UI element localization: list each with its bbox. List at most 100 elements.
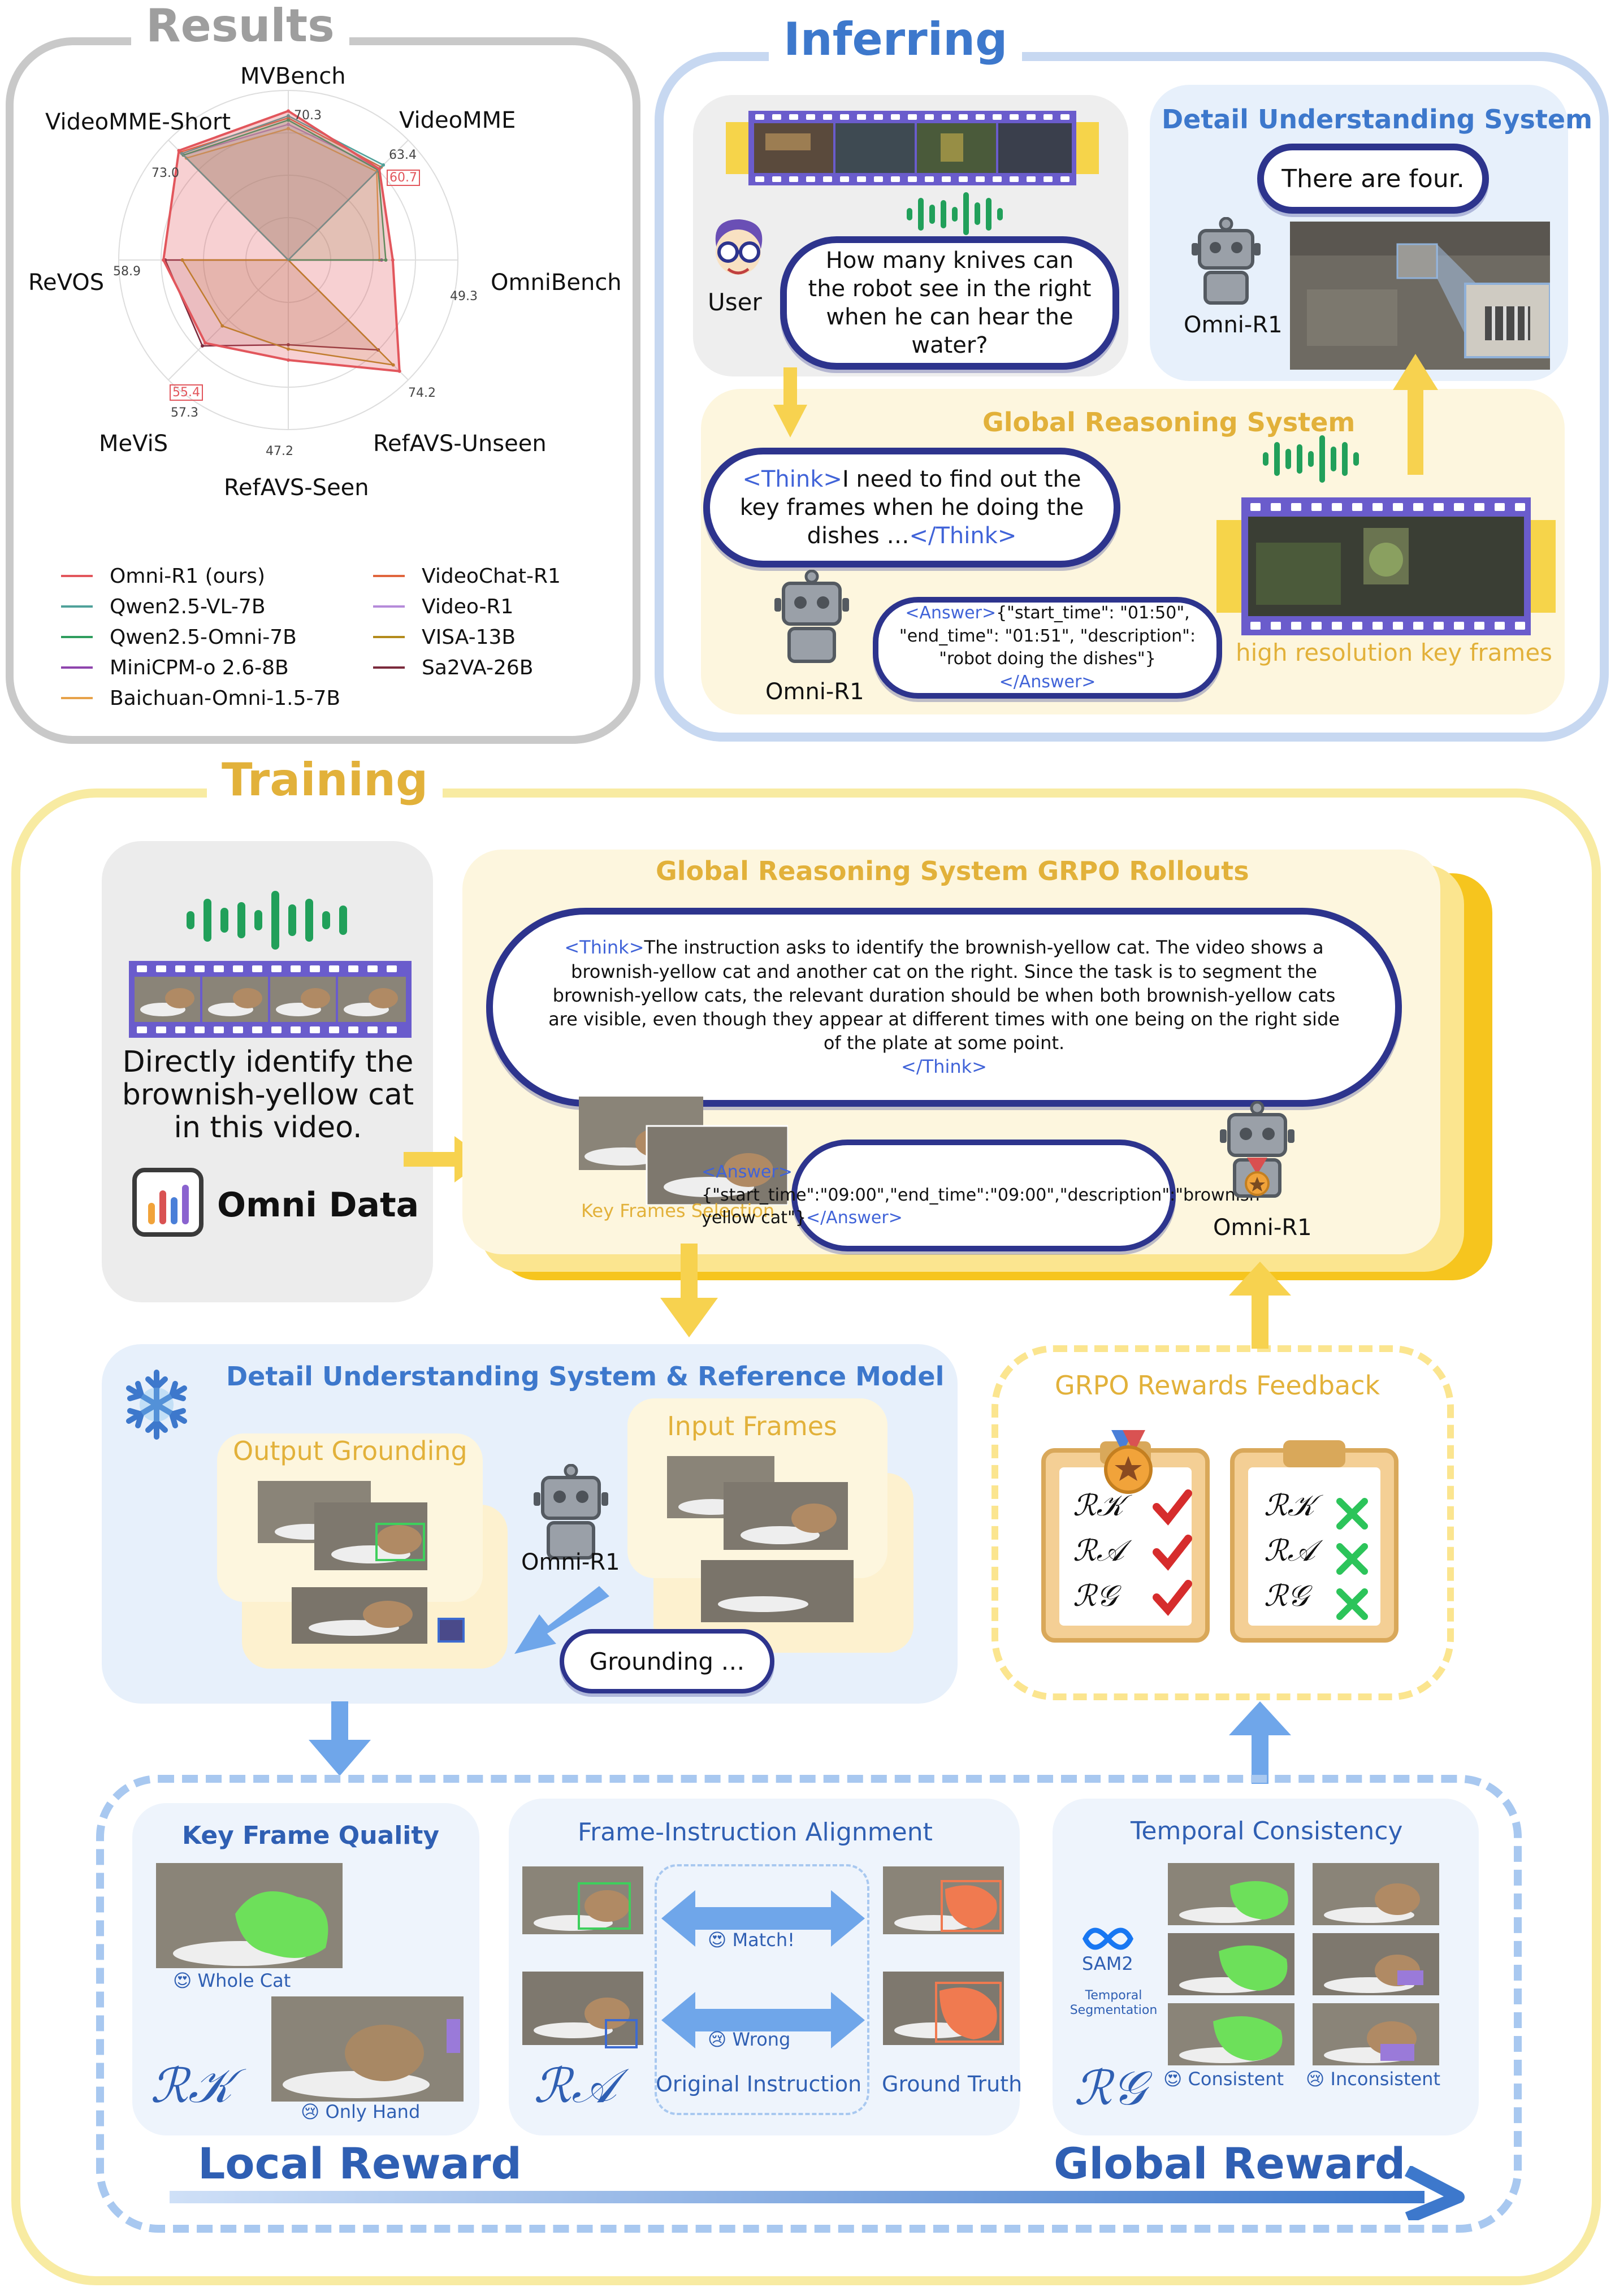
audio-waveform-icon: [187, 891, 347, 950]
clipboard-fail-icon: [1230, 1440, 1398, 1643]
tick-mevis-a: 55.4: [170, 384, 203, 401]
legend-item: Video-R1: [373, 591, 561, 622]
legend-item: Qwen2.5-VL-7B: [61, 591, 340, 622]
radar-point: [204, 341, 207, 345]
radar-point: [287, 347, 290, 351]
user-question-text: How many knives can the robot see in the…: [808, 248, 1092, 358]
robot-medal-icon: [1220, 1101, 1294, 1198]
key-frame-filmstrip: [1216, 497, 1556, 635]
radar-point: [201, 344, 205, 348]
answer-close-tag: </Answer>: [999, 672, 1096, 692]
axis-label-videomme: VideoMME: [399, 107, 516, 133]
tick-mvbench: 70.3: [294, 109, 322, 123]
legend-item: MiniCPM-o 2.6-8B: [61, 652, 340, 683]
rewards-feedback-title: GRPO Rewards Feedback: [1055, 1370, 1380, 1401]
reward-dashed-box: [96, 1775, 1522, 2233]
tc-inconsistent-text: Inconsistent: [1330, 2068, 1440, 2090]
radar-point: [287, 127, 290, 131]
tc-reward-symbol: ℛ𝒢: [1074, 2060, 1146, 2116]
robot-icon: [534, 1464, 608, 1559]
omni-instruction-text: Directly identify the brownish-yellow ca…: [122, 1045, 414, 1145]
global-robot-label: Omni-R1: [765, 679, 864, 705]
rollout-answer-open-tag: <Answer>: [702, 1162, 793, 1182]
audio-waveform-icon: [907, 192, 1003, 235]
tc-consistent-text: Consistent: [1188, 2068, 1284, 2090]
legend-swatch: [373, 666, 405, 669]
rollout-think-text: The instruction asks to identify the bro…: [548, 937, 1340, 1054]
arrow-up-icon: [1229, 1262, 1291, 1349]
answer-bubble: <Answer>{"start_time": "01:50", "end_tim…: [873, 597, 1222, 699]
tick-omnibench: 49.3: [450, 289, 478, 304]
reward-symbol-k: ℛ𝒦: [1264, 1489, 1315, 1523]
kfq-hand-text: Only Hand: [325, 2101, 421, 2122]
results-panel: [6, 37, 640, 744]
tick-mevis-b: 57.3: [171, 406, 198, 420]
radar-point: [287, 114, 290, 118]
legend-swatch: [61, 605, 93, 608]
legend-item: Baichuan-Omni-1.5-7B: [61, 683, 340, 713]
output-grounding-images: [258, 1481, 465, 1644]
match-double-arrow-icon: [661, 1890, 865, 1947]
detail-zoom-image: [1290, 222, 1550, 370]
arrow-down-icon: [309, 1701, 371, 1776]
rollout-answer-content: <Answer>{"start_time":"09:00","end_time"…: [702, 1161, 1266, 1230]
tick-videomme-short: 73.0: [151, 166, 179, 180]
user-label: User: [708, 288, 762, 316]
radar-point: [287, 123, 290, 126]
input-frames-label: Input Frames: [667, 1411, 838, 1441]
chart-data-icon: [132, 1168, 204, 1237]
tc-inconsistent-label: 😢 Inconsistent: [1306, 2068, 1440, 2090]
tick-refavs-seen: 47.2: [266, 444, 293, 458]
radar-point: [384, 258, 388, 262]
legend-item: Qwen2.5-Omni-7B: [61, 622, 340, 652]
legend-swatch: [61, 697, 93, 699]
legend-label: Video-R1: [422, 595, 514, 618]
answer-content: <Answer>{"start_time": "01:50", "end_tim…: [891, 602, 1204, 694]
legend-label: VISA-13B: [422, 625, 516, 649]
radar-point: [397, 369, 401, 373]
detail-understanding-title: Detail Understanding System: [1162, 104, 1593, 135]
omni-data-label: Omni Data: [217, 1185, 419, 1225]
radar-point: [391, 258, 395, 262]
rollout-answer-bubble: <Answer>{"start_time":"09:00","end_time"…: [702, 1140, 1266, 1251]
global-reward-label: Global Reward: [1054, 2138, 1406, 2189]
reward-symbol-a: ℛ𝒜: [1073, 1534, 1124, 1568]
snowflake-icon: [126, 1370, 187, 1440]
audio-waveform-icon: [1263, 435, 1359, 483]
axis-label-mevis: MeViS: [99, 431, 168, 457]
kfq-whole-label: 😍 Whole Cat: [173, 1970, 291, 1991]
legend-col-1: Omni-R1 (ours) Qwen2.5-VL-7B Qwen2.5-Omn…: [61, 561, 340, 713]
inconsistent-frames: [1313, 1863, 1439, 2065]
answer-text: {"start_time": "01:50", "end_time": "01:…: [899, 603, 1196, 669]
key-frames-images: [579, 1097, 788, 1205]
detail-answer-text: There are four.: [1281, 164, 1465, 193]
legend-label: Sa2VA-26B: [422, 656, 534, 679]
local-reward-label: Local Reward: [198, 2138, 522, 2189]
radar-point: [177, 149, 181, 153]
video-filmstrip: [726, 111, 1099, 185]
key-frames-caption: Key Frames Selection: [581, 1200, 775, 1221]
legend-swatch: [373, 636, 405, 638]
tc-title: Temporal Consistency: [1131, 1817, 1403, 1846]
reward-symbol-g: ℛ𝒢: [1073, 1579, 1118, 1613]
think-open-tag: <Think>: [742, 466, 842, 492]
radar-chart: [118, 90, 458, 430]
legend-col-2: VideoChat-R1 Video-R1 VISA-13B Sa2VA-26B: [373, 561, 561, 683]
detail-ref-title: Detail Understanding System & Reference …: [226, 1361, 945, 1392]
legend-swatch: [61, 636, 93, 638]
fia-title: Frame-Instruction Alignment: [578, 1818, 933, 1847]
arrow-down-icon: [660, 1244, 718, 1337]
tick-videomme-b: 60.7: [387, 170, 420, 186]
arrow-up-icon: [1229, 1701, 1291, 1784]
think-close-tag: </Think>: [909, 523, 1017, 549]
rollout-robot-label: Omni-R1: [1213, 1215, 1312, 1241]
think-bubble: <Think>I need to find out the key frames…: [703, 448, 1120, 567]
user-avatar-icon: [715, 219, 763, 275]
tick-revos: 58.9: [113, 265, 141, 279]
grounding-bubble: Grounding …: [560, 1629, 774, 1693]
axis-label-mvbench: MVBench: [240, 63, 346, 89]
legend-label: Omni-R1 (ours): [110, 564, 266, 588]
reward-symbol-g: ℛ𝒢: [1264, 1579, 1309, 1613]
tc-consistent-label: 😍 Consistent: [1163, 2068, 1284, 2090]
detail-ref-robot-label: Omni-R1: [521, 1549, 620, 1575]
